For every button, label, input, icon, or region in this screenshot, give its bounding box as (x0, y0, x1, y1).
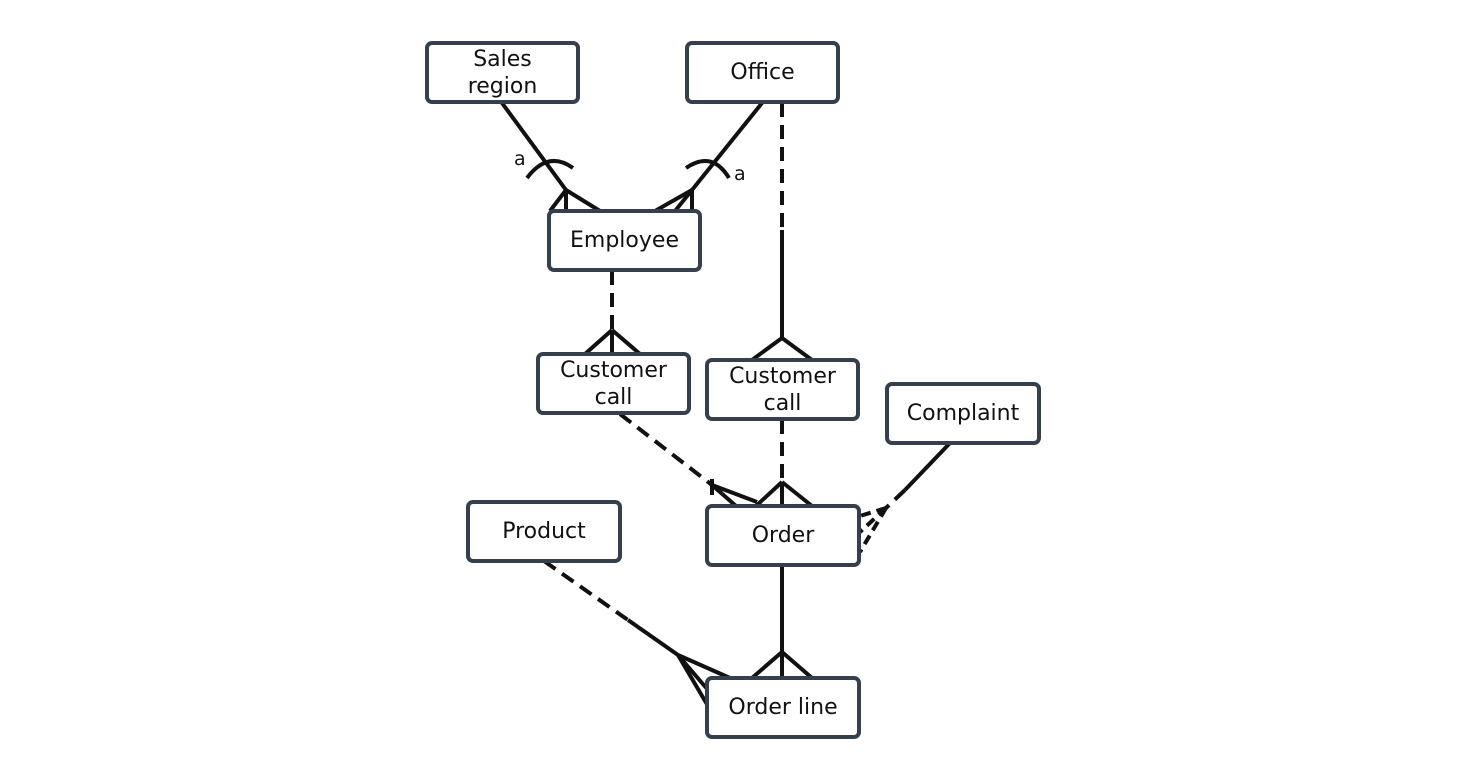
arc-label-left: a (514, 148, 526, 170)
entity-order[interactable]: Order (705, 504, 861, 567)
rel-customercall2-order (754, 420, 814, 508)
entity-employee[interactable]: Employee (547, 209, 702, 272)
entity-complaint[interactable]: Complaint (885, 382, 1041, 445)
entity-customer-call-2[interactable]: Customer call (705, 358, 860, 421)
entity-customer-call-1[interactable]: Customer call (536, 352, 691, 415)
entity-office[interactable]: Office (685, 41, 840, 104)
rel-office-customercall2 (750, 103, 814, 362)
entity-order-line[interactable]: Order line (705, 676, 861, 739)
rel-product-orderline (542, 559, 731, 708)
entity-product[interactable]: Product (466, 500, 622, 563)
entity-sales-region[interactable]: Sales region (425, 41, 580, 104)
exclusive-arc-left (525, 158, 575, 180)
rel-order-orderline (750, 565, 814, 680)
rel-salesregion-employee (500, 101, 602, 213)
exclusive-arc-right (684, 158, 731, 180)
rel-customercall1-order (618, 412, 758, 508)
rel-employee-customercall1 (583, 271, 642, 356)
arc-label-right: a (734, 163, 746, 185)
rel-office-employee (654, 101, 764, 213)
rel-complaint-order (858, 441, 952, 554)
